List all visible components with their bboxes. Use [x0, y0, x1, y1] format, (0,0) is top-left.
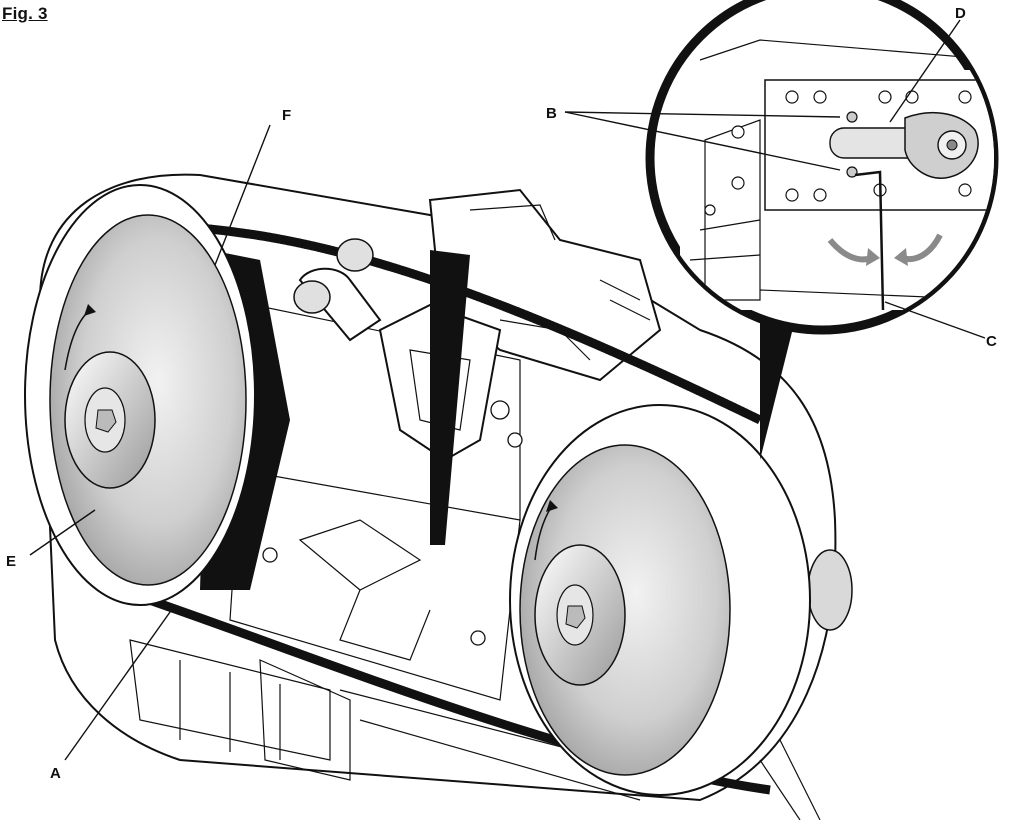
right-wheel — [509, 404, 811, 796]
hex-key — [854, 170, 885, 311]
callout-e: E — [6, 553, 16, 570]
leader-lines — [29, 19, 986, 761]
inset-detail — [645, 0, 999, 335]
tension-knob — [807, 549, 853, 631]
callout-c: C — [986, 333, 997, 350]
blade-guide — [262, 238, 591, 646]
callout-b: B — [546, 105, 557, 122]
leader-d — [889, 19, 961, 123]
leader-b-upper — [564, 111, 841, 118]
figure-title: Fig. 3 — [2, 4, 48, 23]
callout-f: F — [282, 107, 291, 124]
callout-d: D — [955, 5, 966, 22]
callout-a: A — [50, 765, 61, 782]
left-wheel — [24, 184, 256, 606]
leader-e — [29, 509, 96, 556]
leader-f — [214, 124, 271, 266]
set-screw-upper — [846, 111, 858, 123]
leader-a — [64, 604, 176, 761]
leader-c — [884, 301, 986, 339]
inset-pointer — [760, 300, 800, 460]
leader-b-lower — [564, 111, 841, 171]
set-screw-lower — [846, 166, 858, 178]
